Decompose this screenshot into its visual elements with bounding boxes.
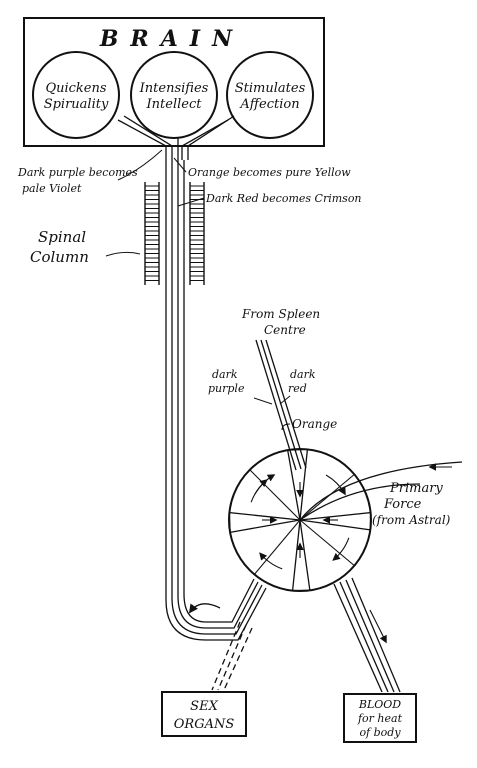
leader-dark-purple-b bbox=[253, 397, 273, 405]
label-orange-yellow: Orange becomes pure Yellow bbox=[188, 166, 351, 179]
leader-orange-spleen bbox=[281, 423, 291, 431]
sex-organs-box: SEX ORGANS bbox=[161, 691, 247, 737]
spinal-column-left bbox=[144, 182, 160, 285]
spleen-wheel bbox=[228, 448, 372, 592]
brain-title: BRAIN bbox=[99, 26, 244, 52]
leader-dark-red-b bbox=[279, 395, 291, 405]
label-dark-purple-1: Dark purple becomes bbox=[17, 166, 138, 179]
label-primary-2: Force bbox=[383, 497, 422, 512]
label-spinal-1: Spinal bbox=[38, 228, 86, 246]
label-spleen-2: Centre bbox=[264, 323, 306, 337]
primary-force-line-2 bbox=[299, 483, 421, 521]
blood-arrow bbox=[369, 609, 387, 644]
blood-channel bbox=[333, 577, 401, 693]
brain-circle-spirituality: Quickens Spiruality bbox=[32, 51, 120, 139]
label-primary-1: Primary bbox=[389, 481, 443, 496]
leader-spinal bbox=[105, 251, 141, 257]
circle-label-2a: Intensifies bbox=[139, 81, 209, 96]
circle-label-1a: Quickens bbox=[45, 81, 106, 96]
circle-label-1b: Spiruality bbox=[44, 97, 109, 112]
sex-label-2: ORGANS bbox=[174, 717, 235, 732]
leader-orange bbox=[173, 157, 187, 173]
blood-label-3: of body bbox=[359, 726, 401, 739]
label-spinal-2: Column bbox=[30, 248, 89, 266]
blood-box: BLOOD for heat of body bbox=[343, 693, 417, 743]
circle-label-3a: Stimulates bbox=[235, 81, 306, 96]
circle-label-2b: Intellect bbox=[146, 97, 203, 112]
label-dark-red-b: red bbox=[288, 382, 307, 395]
main-channel bbox=[165, 160, 267, 641]
label-spleen-1: From Spleen bbox=[241, 307, 320, 321]
sex-label-1: SEX bbox=[190, 699, 218, 714]
label-dark-purple-b: purple bbox=[208, 382, 245, 395]
blood-label-1: BLOOD bbox=[358, 698, 401, 711]
brain-circle-affection: Stimulates Affection bbox=[226, 51, 314, 139]
spinal-column-right bbox=[189, 182, 205, 285]
brain-feed-lines bbox=[117, 115, 235, 160]
blood-label-2: for heat bbox=[357, 712, 403, 725]
circle-label-3b: Affection bbox=[239, 97, 299, 112]
spleen-channel bbox=[255, 339, 307, 471]
label-primary-3: (from Astral) bbox=[372, 513, 451, 527]
sex-organs-dashed bbox=[211, 621, 253, 691]
label-dark-purple-2: pale Violet bbox=[22, 182, 82, 195]
brain-box bbox=[23, 17, 325, 147]
label-dark-red-a: dark bbox=[290, 368, 316, 381]
label-dark-purple-a: dark bbox=[212, 368, 238, 381]
channel-arrow bbox=[188, 603, 221, 614]
brain-circle-intellect: Intensifies Intellect bbox=[130, 51, 218, 139]
label-orange: Orange bbox=[292, 417, 337, 431]
leader-dark-purple bbox=[117, 149, 163, 181]
label-dark-red-crimson: Dark Red becomes Crimson bbox=[205, 192, 362, 205]
leader-dark-red bbox=[177, 197, 205, 207]
